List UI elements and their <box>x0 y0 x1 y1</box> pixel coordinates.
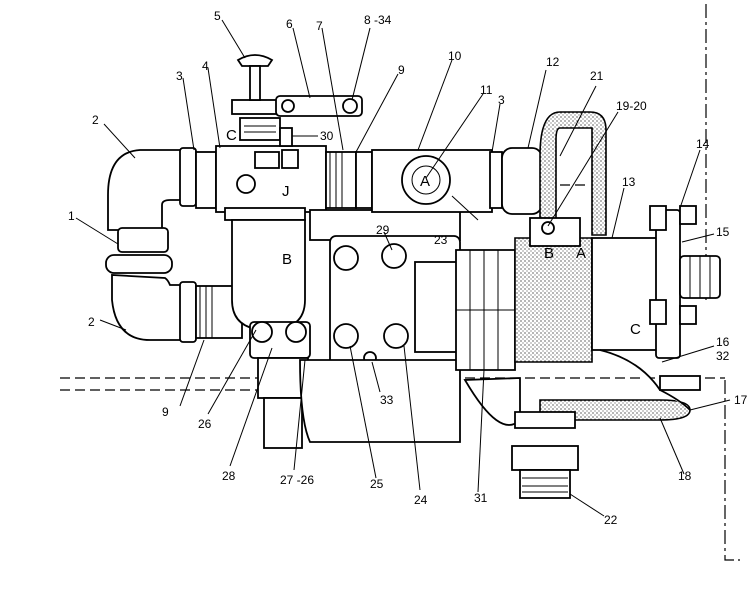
callout-25: 25 <box>370 477 384 491</box>
inlet-elbow-piping <box>105 147 243 343</box>
callout-29: 29 <box>376 223 390 237</box>
callout-18: 18 <box>678 469 692 483</box>
letter-j: J <box>282 183 290 200</box>
callout-7: 7 <box>316 19 323 33</box>
callout-5: 5 <box>214 9 221 23</box>
letter-b-strainer: B <box>282 251 292 268</box>
callout-27-26: 27 -26 <box>280 473 314 487</box>
callout-10: 10 <box>448 49 462 63</box>
letter-c-right: C <box>630 321 641 338</box>
callout-31: 31 <box>474 491 488 505</box>
letter-c-upper: C <box>226 127 237 144</box>
callout-9-lower: 9 <box>162 405 169 419</box>
callout-19-20: 19-20 <box>616 99 647 113</box>
letter-a-discharge: A <box>420 173 430 190</box>
callout-2-lower: 2 <box>88 315 95 329</box>
return-tube <box>539 349 701 421</box>
callout-15: 15 <box>716 225 730 239</box>
callout-4: 4 <box>202 59 209 73</box>
callout-14: 14 <box>696 137 710 151</box>
motor-flange <box>591 205 721 359</box>
callout-1: 1 <box>68 209 75 223</box>
callout-28: 28 <box>222 469 236 483</box>
callout-30: 30 <box>320 129 334 143</box>
callout-24: 24 <box>414 493 428 507</box>
letter-b-right: B <box>544 245 554 262</box>
callout-21: 21 <box>590 69 604 83</box>
callout-2-upper: 2 <box>92 113 99 127</box>
callout-17: 17 <box>734 393 748 407</box>
callout-23: 23 <box>434 233 448 247</box>
callout-3-right: 3 <box>498 93 505 107</box>
drain-fitting <box>511 411 579 499</box>
strainer-bowl <box>231 219 311 449</box>
callout-16: 16 <box>716 335 730 349</box>
callout-6: 6 <box>286 17 293 31</box>
callout-22: 22 <box>604 513 618 527</box>
callout-33: 33 <box>380 393 394 407</box>
callout-13: 13 <box>622 175 636 189</box>
callout-8-34: 8 -34 <box>364 13 392 27</box>
callout-32: 32 <box>716 349 730 363</box>
letter-a-right: A <box>576 245 586 262</box>
discharge-section <box>355 111 607 247</box>
callout-26: 26 <box>198 417 212 431</box>
callout-11: 11 <box>480 83 493 97</box>
callout-labels: 1 2 2 3 3 4 5 6 7 8 -34 9 9 10 11 12 13 … <box>68 9 748 527</box>
callout-3-left: 3 <box>176 69 183 83</box>
upper-valve <box>195 54 363 221</box>
pump-housing <box>299 209 593 443</box>
callout-9-upper: 9 <box>398 63 405 77</box>
section-letters: C J B A B A C <box>226 127 641 338</box>
leader-lines <box>75 19 731 517</box>
callout-12: 12 <box>546 55 560 69</box>
